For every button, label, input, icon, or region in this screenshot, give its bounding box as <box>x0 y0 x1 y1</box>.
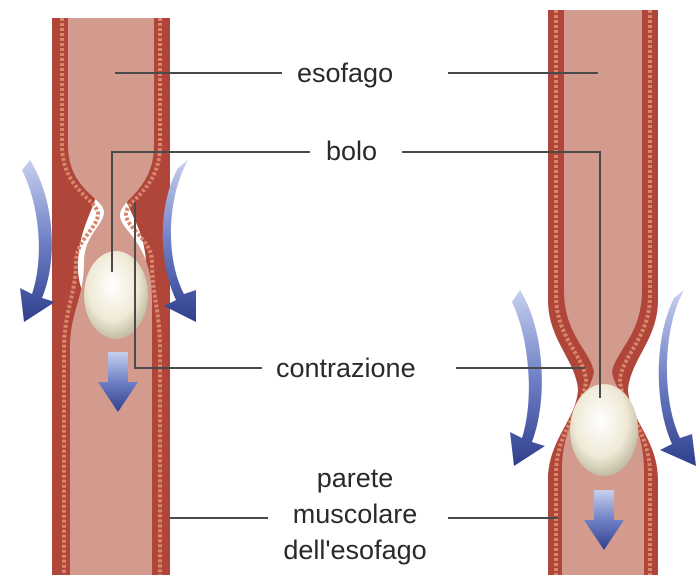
label-esofago: esofago <box>294 60 396 87</box>
label-parete-line1: parete <box>268 460 442 496</box>
label-contrazione: contrazione <box>273 355 419 382</box>
right-bolus <box>570 384 638 476</box>
contraction-arrow-right-outer <box>510 290 545 466</box>
label-parete-line2: muscolare <box>268 496 442 532</box>
contraction-arrow-left-outer <box>20 160 55 322</box>
left-bolus <box>84 251 148 339</box>
contraction-arrow-right-inner <box>659 290 696 466</box>
label-parete-line3: dell'esofago <box>268 532 442 568</box>
label-parete-muscolare: parete muscolare dell'esofago <box>268 460 442 568</box>
left-esophagus <box>52 18 170 575</box>
label-bolo: bolo <box>323 138 380 165</box>
